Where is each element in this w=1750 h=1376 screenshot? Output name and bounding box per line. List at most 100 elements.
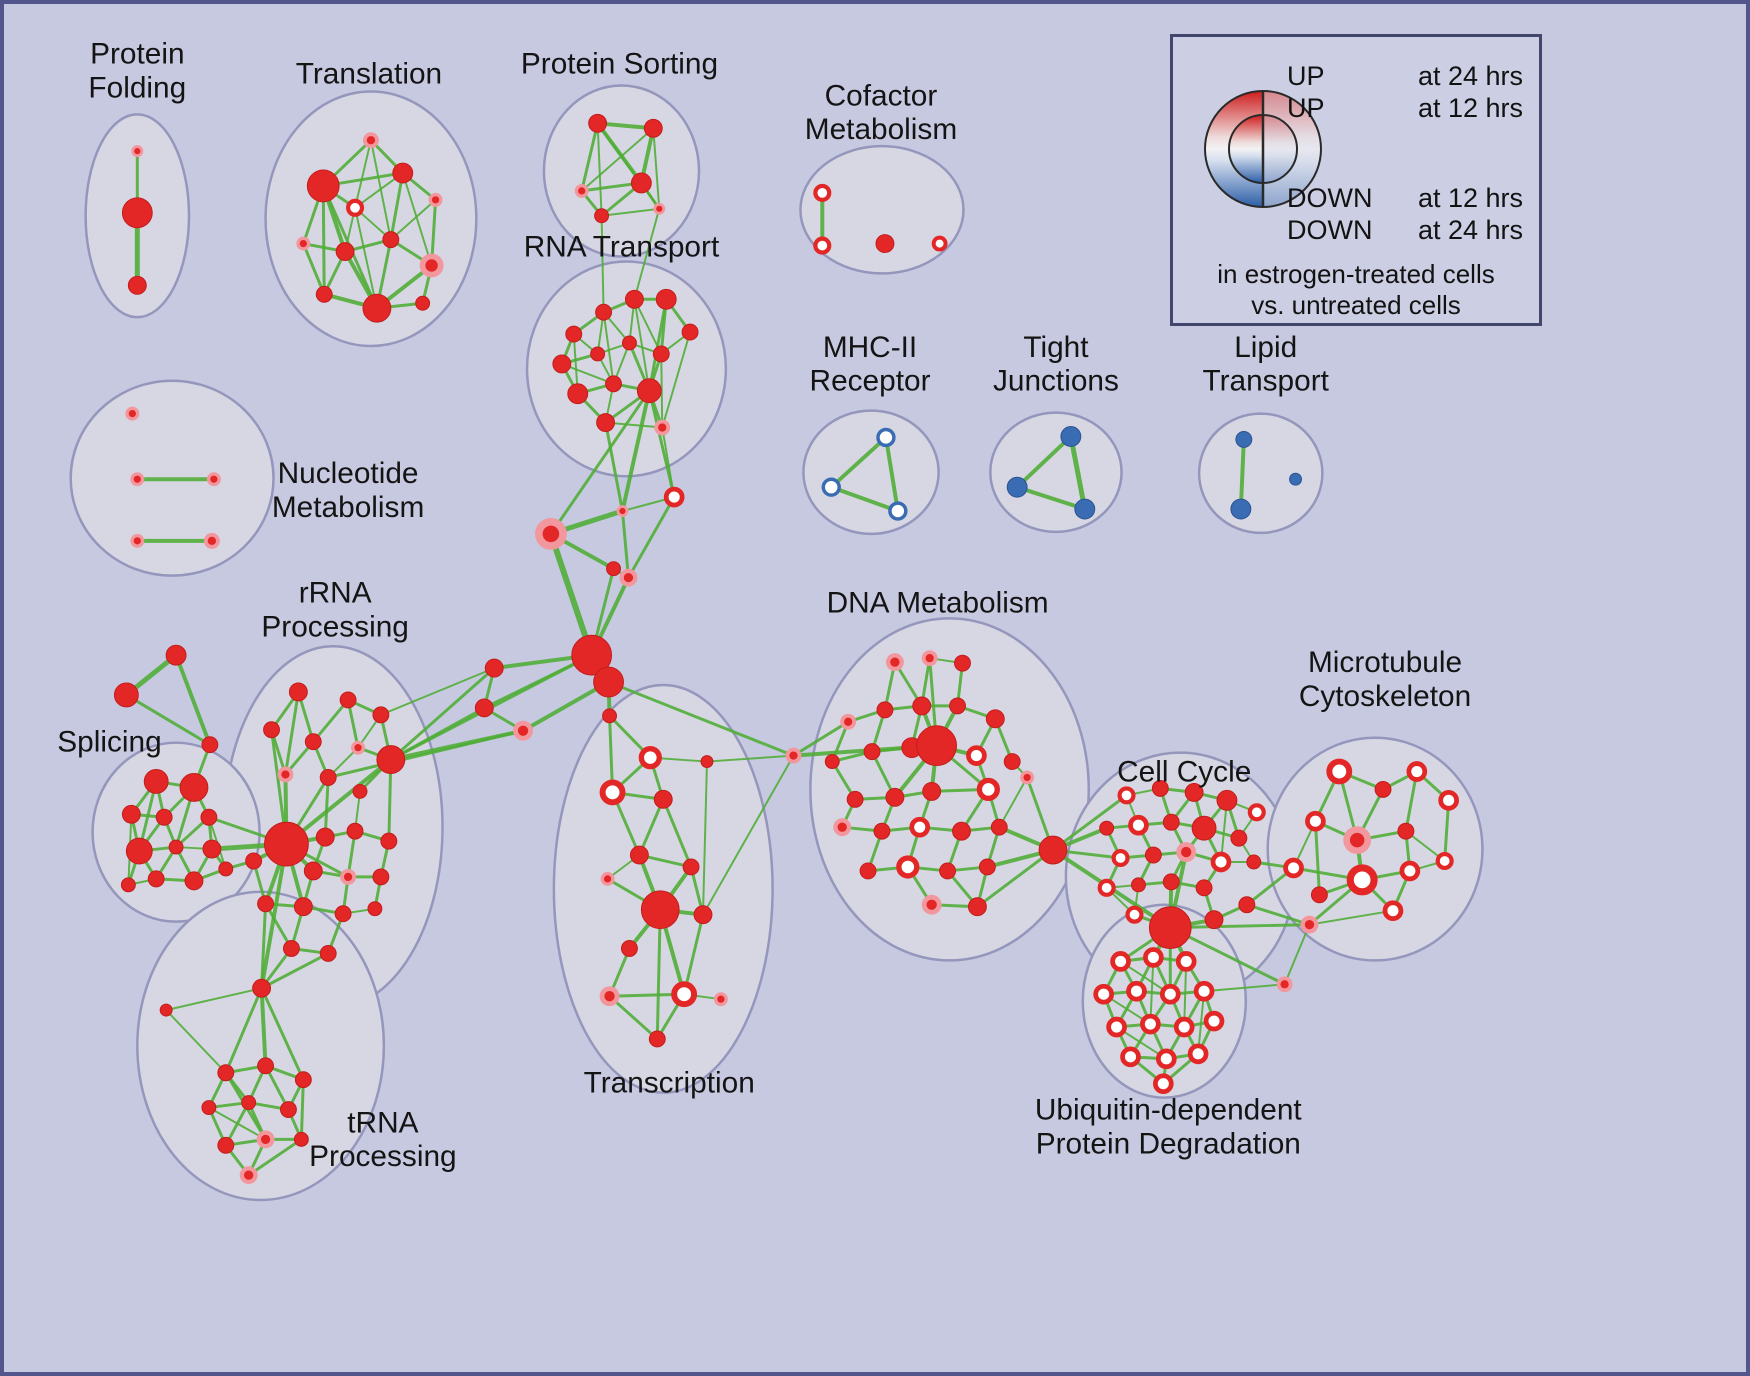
node-solid <box>885 787 905 807</box>
edge <box>633 298 663 355</box>
node-solid <box>605 375 622 393</box>
node-halo <box>239 1166 258 1185</box>
node-solid <box>279 1101 297 1118</box>
node-solid <box>293 897 313 917</box>
node-solid <box>257 1057 275 1075</box>
node-halo <box>428 192 443 207</box>
node-solid <box>121 804 141 824</box>
edge <box>596 122 603 217</box>
node-solid <box>922 781 942 801</box>
node-solid <box>912 696 932 716</box>
node-solid <box>474 698 494 718</box>
node-ring <box>1283 857 1304 879</box>
node-ring <box>1159 983 1181 1005</box>
node-solid <box>1246 854 1262 870</box>
node-halo <box>840 713 857 730</box>
node-ring <box>1128 814 1149 836</box>
label-splicing: Splicing <box>57 726 161 759</box>
node-halo <box>130 472 145 487</box>
edge <box>608 994 659 1041</box>
cluster-splicing <box>91 741 261 923</box>
legend-direction: UP <box>1287 93 1325 123</box>
cluster-cofactor-metabolism <box>799 144 965 275</box>
node-solid <box>990 818 1008 836</box>
edge <box>321 184 326 296</box>
node-halo <box>600 871 615 886</box>
edge <box>580 127 655 192</box>
node-halo <box>921 650 938 667</box>
edge <box>604 421 664 429</box>
node-solid <box>263 721 280 739</box>
node-ring <box>813 183 832 202</box>
node-ring <box>663 486 685 508</box>
edge <box>259 986 268 1068</box>
edge <box>1308 909 1394 926</box>
node-ring <box>599 779 626 806</box>
edge <box>260 902 268 990</box>
edge <box>655 908 662 1041</box>
edge <box>549 389 651 536</box>
edge <box>975 848 1055 909</box>
node-ring <box>1247 803 1266 822</box>
node-ring <box>1305 810 1326 832</box>
edge <box>354 139 372 209</box>
edge <box>1313 819 1321 897</box>
node-solid <box>315 285 333 303</box>
node-solid <box>200 808 218 826</box>
legend-caption-line1: in estrogen-treated cells <box>1217 259 1495 289</box>
node-ring <box>345 198 365 217</box>
edge <box>600 207 661 217</box>
edge <box>1245 903 1311 927</box>
edge <box>283 690 300 776</box>
edge <box>1149 956 1155 1026</box>
edge <box>354 206 378 310</box>
node-solid <box>168 839 184 855</box>
node-solid <box>319 769 337 786</box>
node-halo <box>362 132 379 149</box>
node-halo <box>256 1130 275 1149</box>
edge <box>1168 923 1311 930</box>
node-solid <box>392 162 414 184</box>
edge <box>260 986 305 1082</box>
node-solid <box>335 242 355 261</box>
node-solid <box>593 666 624 698</box>
node-solid <box>319 944 337 962</box>
label-rna-transport: RNA Transport <box>524 231 720 264</box>
node-solid <box>594 208 610 224</box>
edge <box>791 720 850 758</box>
node-solid <box>113 682 139 708</box>
node-solid <box>552 354 572 374</box>
node-solid <box>682 858 700 876</box>
node-halo <box>206 472 221 487</box>
node-blue <box>1006 476 1028 498</box>
edge <box>124 693 212 747</box>
node-ring <box>1152 1073 1174 1095</box>
edge <box>607 680 795 758</box>
node-solid <box>120 877 136 893</box>
node-halo <box>351 740 365 755</box>
node-solid <box>1230 829 1248 847</box>
node-solid <box>217 1136 235 1154</box>
node-solid <box>681 323 699 341</box>
node-solid <box>372 706 390 724</box>
node-halo <box>833 818 852 837</box>
node-ring <box>1097 878 1116 897</box>
node-solid <box>121 197 153 229</box>
node-ring <box>931 235 948 252</box>
node-solid <box>863 743 881 761</box>
cluster-trna-processing <box>136 890 386 1202</box>
node-halo <box>203 532 220 549</box>
edge <box>521 680 611 733</box>
node-solid <box>571 634 613 676</box>
edge <box>1051 793 1129 852</box>
up-down-scale-icon <box>1204 90 1322 208</box>
node-solid <box>1191 815 1217 841</box>
node-bluering <box>888 501 908 521</box>
node-solid <box>648 1030 666 1048</box>
node-solid <box>1151 779 1169 797</box>
edge <box>602 311 615 385</box>
